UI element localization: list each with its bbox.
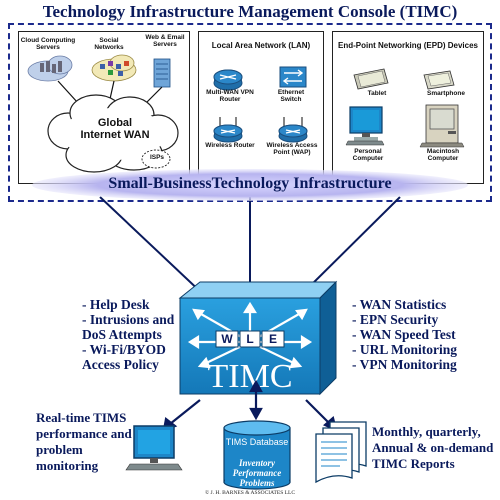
wan-graphics	[27, 54, 179, 173]
wireless-router-label: Wireless Router	[205, 142, 255, 149]
lan-header: Local Area Network (LAN)	[211, 41, 311, 50]
smartphone-label: Smartphone	[427, 90, 465, 97]
infrastructure-band-label: Small-BusinessTechnology Infrastructure	[108, 175, 392, 192]
lan-graphics	[213, 66, 308, 143]
personal-computer-icon	[345, 106, 385, 146]
bottom-graphics	[125, 380, 367, 490]
ethernet-switch-icon	[279, 66, 307, 88]
social-networks-label: Social Networks	[94, 37, 124, 51]
left-list: - Help Desk - Intrusions and DoS Attempt…	[82, 297, 178, 372]
timc-key-l: L	[246, 332, 254, 346]
global-internet-cloud	[47, 94, 179, 173]
social-networks-icon	[91, 54, 137, 82]
smartphone-icon	[423, 70, 455, 90]
global-internet-label: Global Internet WAN	[80, 117, 150, 141]
tablet-label: Tablet	[367, 90, 387, 97]
monitor-icon	[125, 425, 183, 471]
vpn-router-icon	[213, 69, 243, 91]
db-title: TIMS Database	[225, 437, 289, 447]
wireless-access-point-icon	[278, 117, 308, 143]
right-list-item: - WAN Statistics	[352, 297, 447, 312]
page-title: Technology Infrastructure Management Con…	[42, 2, 458, 21]
epd-graphics	[345, 68, 465, 148]
reports-text: Monthly, quarterly, Annual & on-demand T…	[372, 424, 494, 471]
reports-icon	[315, 421, 367, 484]
tablet-icon	[353, 68, 389, 90]
web-email-servers-label: Web & Email Servers	[145, 34, 185, 48]
right-list-item: - URL Monitoring	[352, 342, 458, 357]
isps-label: ISPs	[149, 154, 165, 161]
db-subtitle: Inventory Performance Problems	[232, 458, 282, 488]
epd-header: End-Point Networking (EPD) Devices	[337, 41, 479, 50]
database-icon	[223, 420, 291, 490]
vpn-router-label: Multi-WAN VPN Router	[206, 89, 254, 103]
web-servers-icon	[153, 58, 171, 88]
timc-key-w: W	[221, 332, 233, 346]
right-list-item: - EPN Security	[352, 312, 439, 327]
left-list-item: - Help Desk	[82, 297, 150, 312]
timc-key-e: E	[268, 332, 277, 346]
realtime-monitoring-text: Real-time TIMS performance and problem m…	[36, 410, 132, 473]
isps-bubble	[141, 149, 171, 169]
left-list-item: - Intrusions and DoS Attempts	[82, 312, 175, 342]
wap-label: Wireless Access Point (WAP)	[266, 142, 318, 156]
timc-console	[178, 280, 338, 396]
right-list: - WAN Statistics - EPN Security - WAN Sp…	[352, 297, 492, 372]
right-list-item: - VPN Monitoring	[352, 357, 457, 372]
mac-label: Macintosh Computer	[426, 148, 460, 162]
left-list-item: - Wi-Fi/BYOD Access Policy	[82, 342, 166, 372]
infrastructure-band	[32, 169, 468, 201]
right-list-item: - WAN Speed Test	[352, 327, 456, 342]
wireless-router-icon	[213, 117, 243, 143]
macintosh-computer-icon	[419, 104, 465, 148]
copyright: © J. H. BARNES & ASSOCIATES LLC	[204, 490, 296, 496]
ethernet-switch-label: Ethernet Switch	[277, 89, 305, 103]
pc-label: Personal Computer	[352, 148, 384, 162]
timc-label: TIMC	[207, 358, 293, 395]
connector-wan	[99, 196, 206, 297]
cloud-computing-icon	[27, 55, 73, 82]
cloud-servers-label: Cloud Computing Servers	[20, 37, 76, 51]
connector-epd	[299, 196, 401, 297]
